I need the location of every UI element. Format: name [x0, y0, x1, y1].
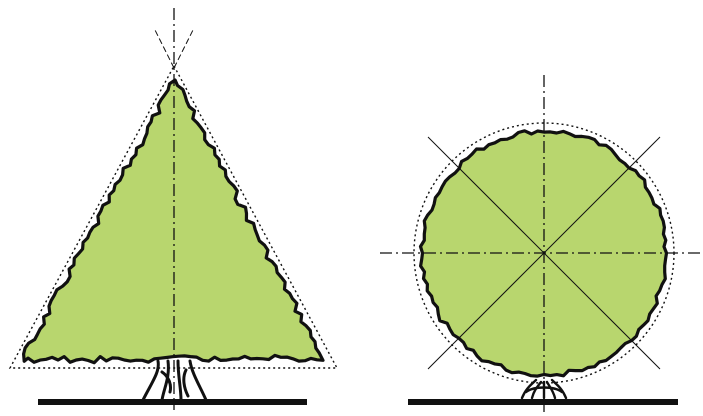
cone-figure — [8, 8, 339, 410]
cone-foliage — [22, 78, 325, 365]
cone-trunk — [141, 359, 208, 402]
cone-apex-guides — [154, 29, 194, 69]
sphere-figure — [380, 75, 700, 412]
